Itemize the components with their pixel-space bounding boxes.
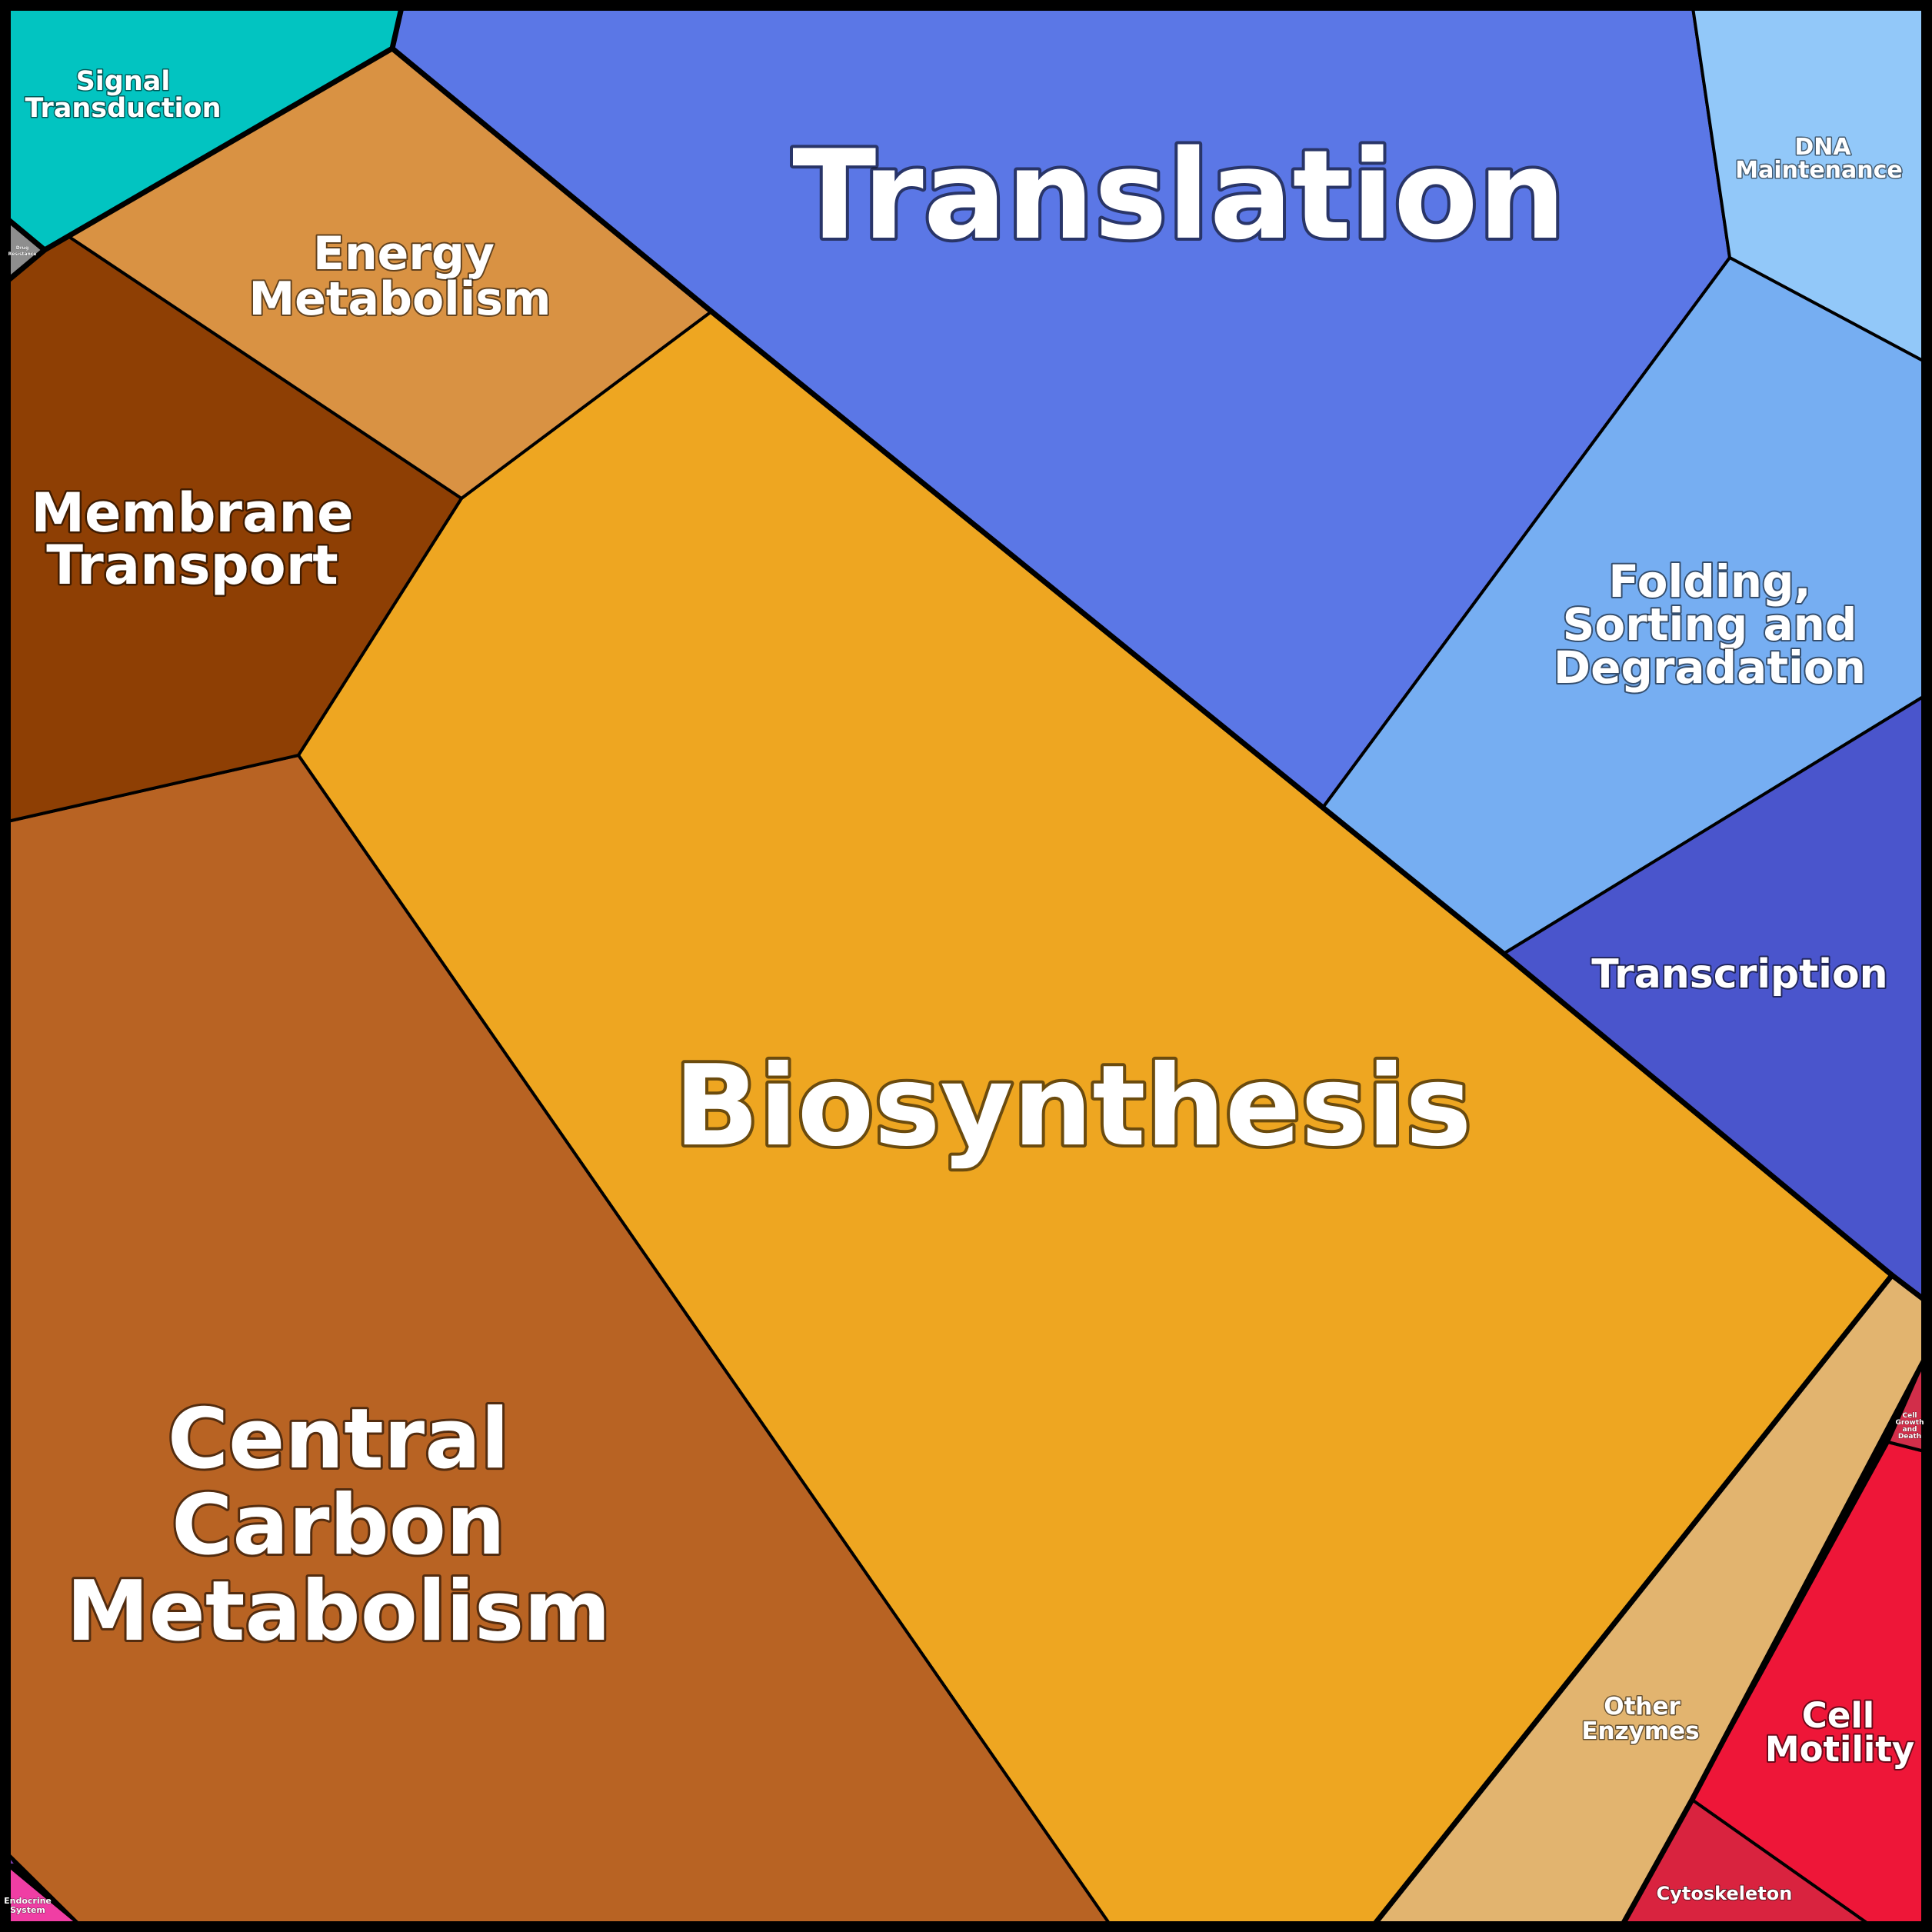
label-biosynthesis: Biosynthesis [674,1041,1471,1171]
group-borders [5,5,1927,1927]
label-transcription: Transcription [1591,951,1887,998]
label-cytoskeleton: Cytoskeleton [1657,1883,1793,1904]
label-translation: Translation [792,123,1566,267]
